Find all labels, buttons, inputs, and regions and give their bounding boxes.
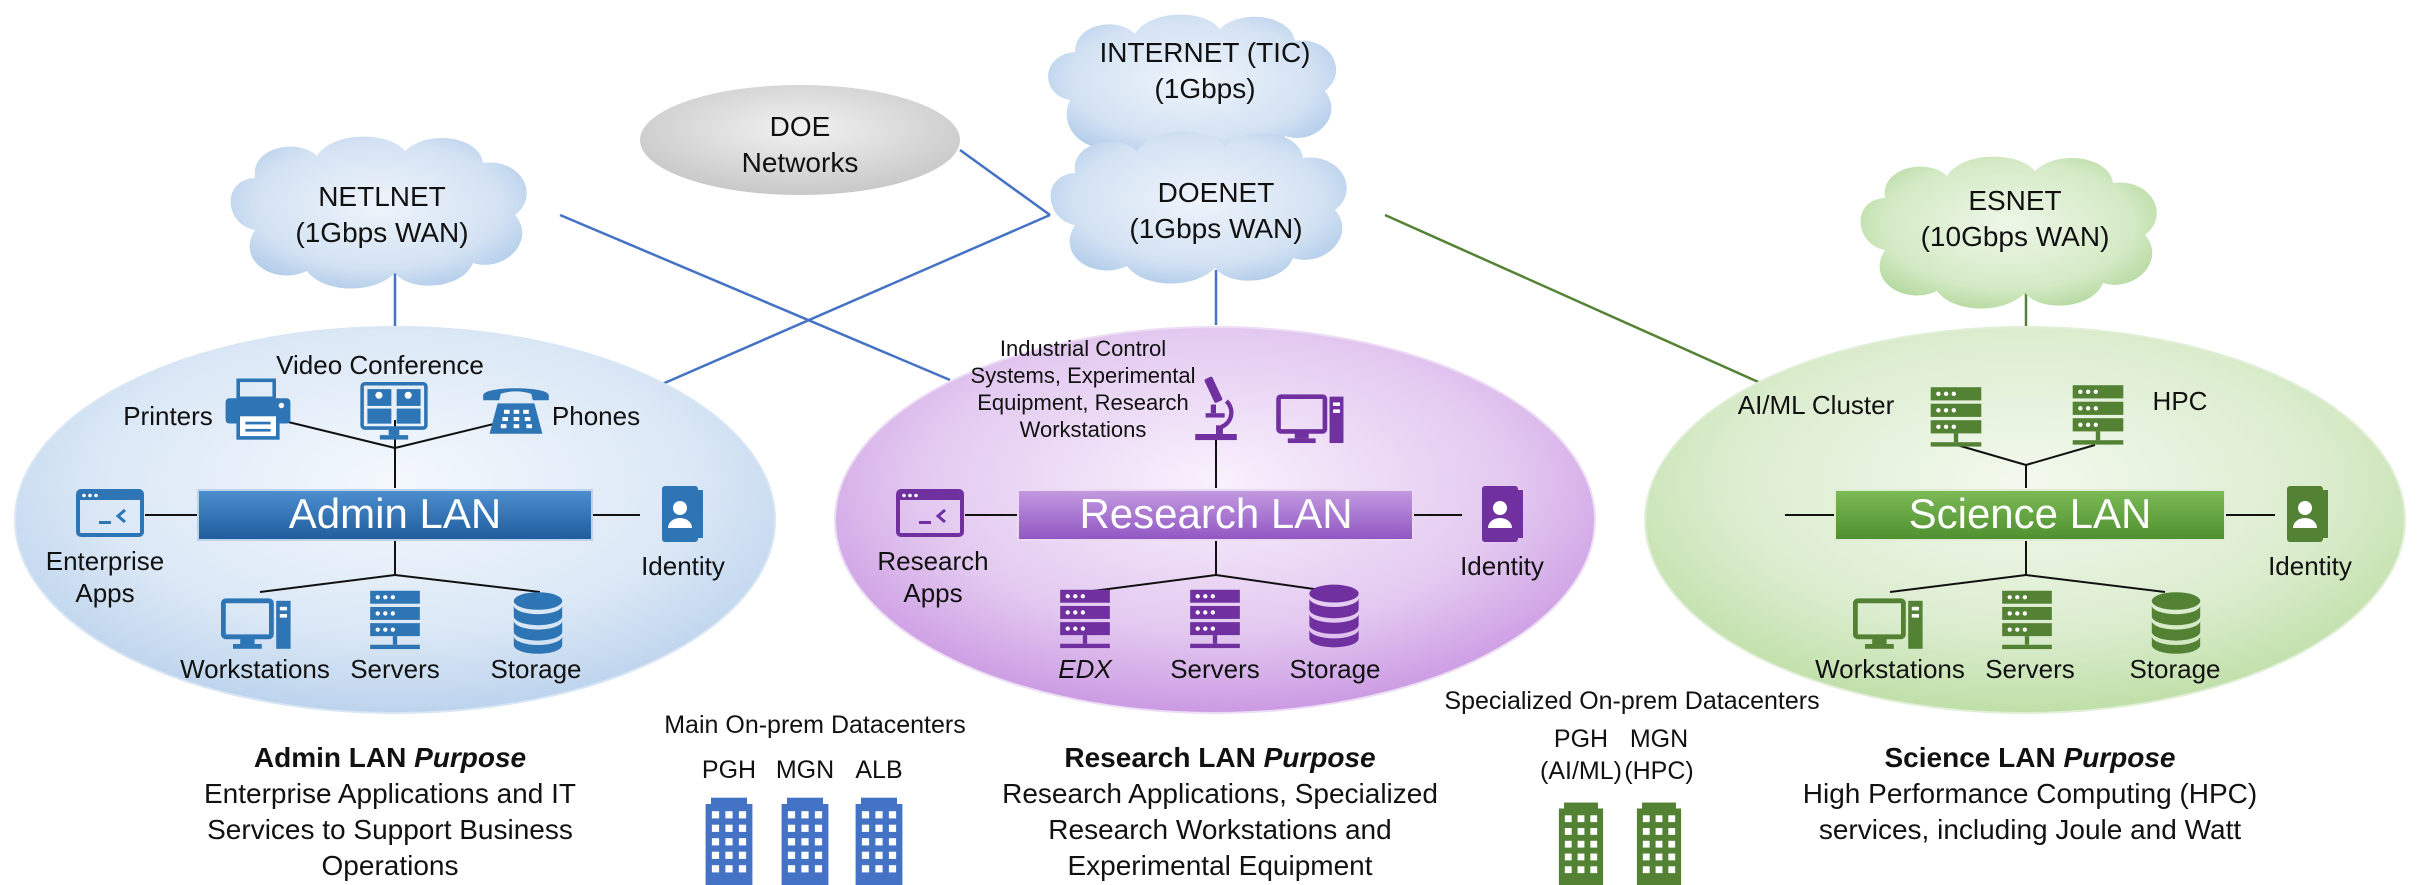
internet-label-2: (1Gbps) xyxy=(1154,73,1255,104)
enterprise-apps-label-2: Apps xyxy=(75,578,134,608)
research-purpose-line-2: Research Workstations and xyxy=(1048,814,1392,845)
science-purpose-title: Science LAN Purpose xyxy=(1884,742,2176,773)
internet-label-1: INTERNET (TIC) xyxy=(1099,37,1310,68)
research-storage-label: Storage xyxy=(1289,654,1380,684)
admin-lan-bar xyxy=(197,489,593,541)
video-conference-label: Video Conference xyxy=(276,350,484,380)
doe-networks-label-1: DOE xyxy=(770,111,831,142)
science-purpose: Science LAN Purpose High Performance Com… xyxy=(1760,740,2300,848)
admin-purpose-line-1: Enterprise Applications and IT xyxy=(204,778,576,809)
esnet-cloud: ESNET (10Gbps WAN) xyxy=(1860,156,2157,309)
ics-label-1: Industrial Control xyxy=(1000,336,1166,361)
ics-label-3: Equipment, Research xyxy=(977,390,1189,415)
science-purpose-line-2: services, including Joule and Watt xyxy=(1818,814,2242,845)
servers-label: Servers xyxy=(350,654,440,684)
esnet-label-1: ESNET xyxy=(1968,185,2061,216)
research-identity-icon xyxy=(1482,486,1523,542)
specialized-datacenters: Specialized On-prem Datacenters PGH (AI/… xyxy=(1444,687,1820,885)
admin-lan: Admin LAN Video Conference Printers Phon… xyxy=(46,350,725,684)
research-lan-bar xyxy=(1017,489,1414,541)
doe-networks-label-2: Networks xyxy=(742,147,859,178)
admin-purpose-line-2: Services to Support Business xyxy=(207,814,573,845)
science-purpose-line-1: High Performance Computing (HPC) xyxy=(1802,778,2258,809)
admin-lan-title: Admin LAN xyxy=(289,490,501,537)
research-purpose-line-1: Research Applications, Specialized xyxy=(1002,778,1438,809)
doenet-label-1: DOENET xyxy=(1158,177,1275,208)
doenet-label-2: (1Gbps WAN) xyxy=(1129,213,1302,244)
wan-links xyxy=(393,130,2028,387)
science-servers-label: Servers xyxy=(1985,654,2075,684)
building-icon-mgn xyxy=(781,797,829,885)
spec-dc-title: Specialized On-prem Datacenters xyxy=(1444,687,1819,715)
science-identity-icon xyxy=(2287,486,2328,542)
internet-cloud: INTERNET (TIC) (1Gbps) xyxy=(1048,14,1337,161)
building-icon-alb xyxy=(855,797,903,885)
spec-dc-site-mgn-sub: (HPC) xyxy=(1624,757,1693,785)
science-workstations-label: Workstations xyxy=(1815,654,1965,684)
spec-dc-site-pgh-sub: (AI/ML) xyxy=(1540,757,1622,785)
storage-label: Storage xyxy=(490,654,581,684)
research-lan: Research LAN Industrial Control Systems,… xyxy=(877,336,1544,684)
science-lan-title: Science LAN xyxy=(1909,490,2152,537)
research-servers-label: Servers xyxy=(1170,654,1260,684)
building-icon-pgh-aiml xyxy=(1558,802,1604,885)
science-identity-label: Identity xyxy=(2268,551,2352,581)
building-icon-pgh xyxy=(705,797,753,885)
main-dc-site-pgh: PGH xyxy=(702,756,756,784)
science-lan: Science LAN AI/ML Cluster HPC Identity W… xyxy=(1738,385,2352,684)
aiml-cluster-label: AI/ML Cluster xyxy=(1738,390,1895,420)
research-apps-label-2: Apps xyxy=(903,578,962,608)
research-purpose-title: Research LAN Purpose xyxy=(1064,742,1376,773)
workstations-label: Workstations xyxy=(180,654,330,684)
ics-label-2: Systems, Experimental xyxy=(971,363,1196,388)
main-dc-site-mgn: MGN xyxy=(776,756,834,784)
doenet-cloud: DOENET (1Gbps WAN) xyxy=(1050,131,1347,284)
ics-label-4: Workstations xyxy=(1020,417,1147,442)
netlnet-label-2: (1Gbps WAN) xyxy=(295,217,468,248)
main-dc-title: Main On-prem Datacenters xyxy=(664,711,966,739)
admin-purpose: Admin LAN Purpose Enterprise Application… xyxy=(140,740,640,884)
research-purpose-line-3: Experimental Equipment xyxy=(1067,850,1373,881)
enterprise-apps-label-1: Enterprise xyxy=(46,546,165,576)
spec-dc-site-pgh: PGH xyxy=(1554,725,1608,753)
building-icon-mgn-hpc xyxy=(1636,802,1682,885)
research-identity-label: Identity xyxy=(1460,551,1544,581)
admin-purpose-title: Admin LAN Purpose xyxy=(253,742,527,773)
netlnet-label-1: NETLNET xyxy=(318,181,446,212)
netlnet-cloud: NETLNET (1Gbps WAN) xyxy=(230,136,527,289)
phones-label: Phones xyxy=(552,401,640,431)
esnet-label-2: (10Gbps WAN) xyxy=(1921,221,2110,252)
science-lan-bar xyxy=(1834,489,2226,541)
main-datacenters: Main On-prem Datacenters PGH MGN ALB xyxy=(664,711,966,885)
doe-networks-ellipse: DOE Networks xyxy=(640,85,960,195)
identity-icon xyxy=(662,486,703,542)
spec-dc-site-mgn: MGN xyxy=(1630,725,1688,753)
research-lan-title: Research LAN xyxy=(1079,490,1352,537)
identity-label: Identity xyxy=(641,551,725,581)
main-dc-site-alb: ALB xyxy=(855,756,902,784)
printers-label: Printers xyxy=(123,401,213,431)
edx-label: EDX xyxy=(1058,654,1113,684)
research-apps-label-1: Research xyxy=(877,546,988,576)
hpc-label: HPC xyxy=(2153,386,2208,416)
admin-purpose-line-3: Operations xyxy=(321,850,459,881)
science-storage-label: Storage xyxy=(2129,654,2220,684)
research-purpose: Research LAN Purpose Research Applicatio… xyxy=(950,740,1490,884)
